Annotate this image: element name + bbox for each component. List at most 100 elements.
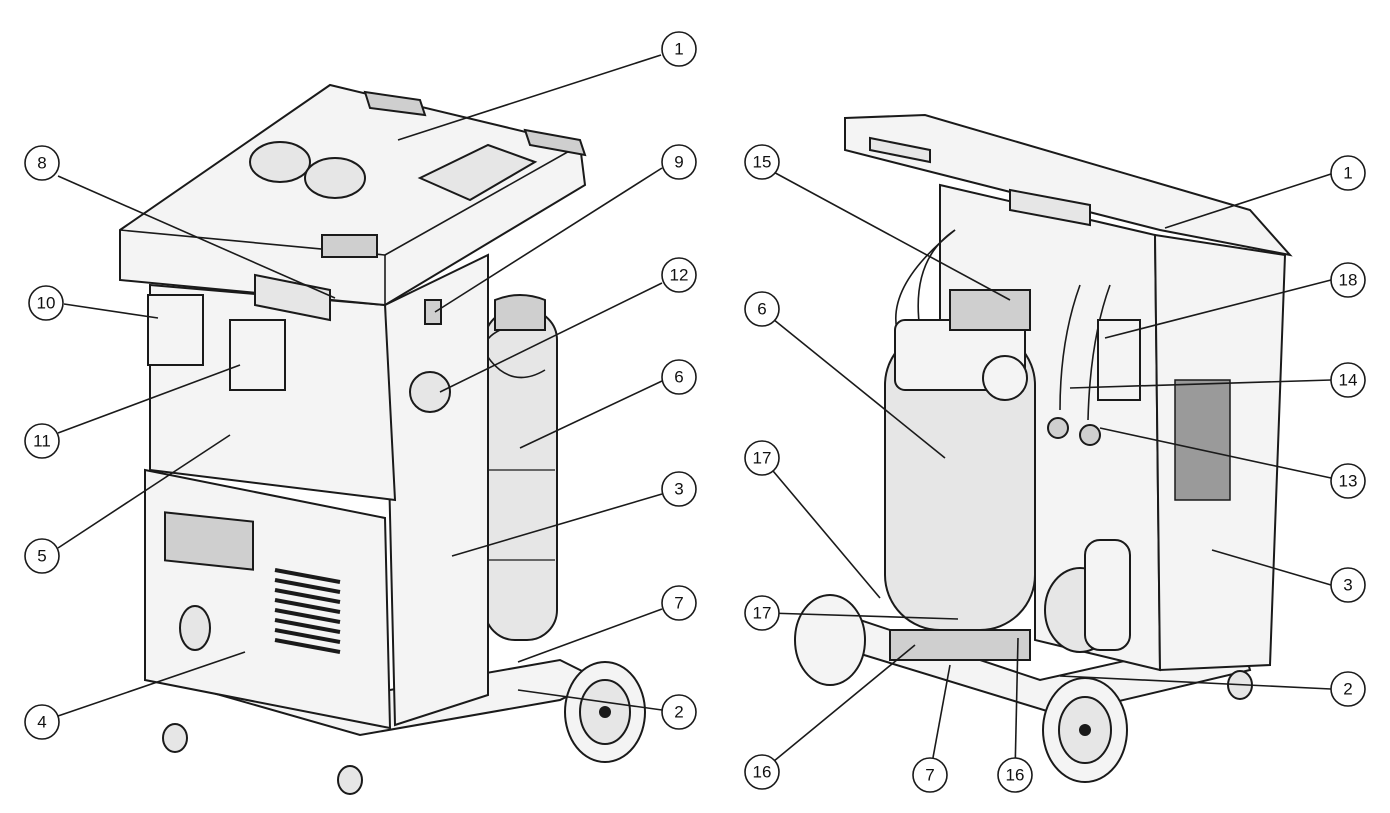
callout-bubble: 9	[661, 144, 697, 180]
callout-bubble: 14	[1330, 362, 1366, 398]
leader-line	[439, 282, 663, 393]
leader-line	[767, 612, 959, 620]
right-lid-handle-2	[869, 136, 931, 164]
left-machine-illustration	[119, 83, 646, 795]
leader-line	[1099, 427, 1332, 479]
callout-label: 18	[1339, 271, 1358, 290]
callout-bubble: 10	[28, 285, 64, 321]
right-coupler-1	[1047, 417, 1069, 439]
right-top-lid	[844, 113, 1293, 257]
leader-line	[519, 380, 663, 449]
left-front-lower-panel	[144, 468, 392, 730]
leader-line	[57, 175, 336, 299]
left-front-port	[179, 605, 211, 651]
callout-bubble: 2	[1330, 671, 1366, 707]
left-top-handle-2	[523, 128, 587, 157]
callout-bubble: 5	[24, 538, 60, 574]
leader-line	[1164, 173, 1332, 229]
leader-line	[767, 464, 881, 599]
leader-line	[1211, 549, 1332, 586]
callout-bubble: 1	[1330, 155, 1366, 191]
callout-bubble: 7	[661, 585, 697, 621]
callout-bubble: 17	[744, 595, 780, 631]
callout-label: 14	[1339, 371, 1358, 390]
left-side-panel	[383, 253, 489, 727]
callout-bubble: 13	[1330, 463, 1366, 499]
leader-line	[767, 644, 916, 767]
callout-bubble: 6	[661, 359, 697, 395]
callout-label: 17	[753, 604, 772, 623]
leader-line	[57, 651, 246, 717]
callout-bubble: 4	[24, 704, 60, 740]
callout-label: 5	[37, 547, 46, 566]
leader-line	[767, 168, 1011, 301]
leader-line	[517, 689, 663, 711]
leader-line	[57, 434, 231, 549]
left-wheels	[162, 661, 646, 795]
leader-line	[57, 364, 241, 434]
callout-label: 16	[1006, 766, 1025, 785]
leader-line	[63, 303, 159, 319]
leader-line	[1104, 279, 1332, 339]
leader-line	[929, 664, 951, 775]
right-ventilation-grille	[1174, 379, 1231, 501]
callout-bubble: 16	[744, 754, 780, 790]
left-top-display	[321, 234, 378, 258]
callout-label: 9	[674, 153, 683, 172]
leader-line	[517, 608, 663, 663]
callout-label: 7	[674, 594, 683, 613]
callout-label: 12	[670, 266, 689, 285]
leader-line	[1014, 637, 1019, 775]
right-vacuum-pump	[1044, 539, 1131, 653]
callout-bubble: 3	[661, 471, 697, 507]
callout-bubbles: 1 8 9 12 10 11 6 3 5 7 2 4 15 1 18 6 14 …	[24, 31, 1366, 793]
callout-bubble: 8	[24, 145, 60, 181]
callout-label: 6	[757, 300, 766, 319]
left-front-label-plate	[164, 511, 254, 571]
left-side-box-11	[229, 319, 286, 391]
leader-line	[434, 167, 663, 313]
callout-bubble: 3	[1330, 567, 1366, 603]
right-cylinder-scale	[889, 629, 1031, 661]
callout-label: 15	[753, 153, 772, 172]
left-control-panel	[417, 143, 538, 202]
callout-bubble: 18	[1330, 262, 1366, 298]
right-lid-handle	[1009, 188, 1091, 227]
callout-bubble: 11	[24, 423, 60, 459]
callout-bubble: 6	[744, 291, 780, 327]
callout-label: 2	[1343, 680, 1352, 699]
callout-bubble: 2	[661, 694, 697, 730]
callout-label: 6	[674, 368, 683, 387]
leader-line	[1069, 379, 1332, 389]
right-wheels	[794, 594, 1253, 783]
callout-label: 2	[674, 703, 683, 722]
callout-label: 4	[37, 713, 46, 732]
callout-bubble: 1	[661, 31, 697, 67]
callout-label: 17	[753, 449, 772, 468]
left-refrigerant-cylinder	[484, 294, 558, 641]
left-gauge-2	[304, 157, 366, 199]
callout-label: 7	[925, 766, 934, 785]
left-side-port	[409, 371, 451, 413]
left-ventilation-grille	[274, 568, 341, 654]
callout-label: 13	[1339, 472, 1358, 491]
callout-bubble: 7	[912, 757, 948, 793]
callout-label: 1	[1343, 164, 1352, 183]
callout-label: 1	[674, 40, 683, 59]
right-coupler-2	[1079, 424, 1101, 446]
leader-lines	[57, 54, 1332, 775]
leader-line	[451, 493, 663, 557]
leader-line	[1059, 675, 1332, 690]
leader-line	[767, 314, 946, 459]
callout-label: 10	[37, 294, 56, 313]
callout-bubble: 12	[661, 257, 697, 293]
callout-bubble: 16	[997, 757, 1033, 793]
left-side-box-10	[147, 294, 204, 366]
left-gauge-1	[249, 141, 311, 183]
callout-label: 8	[37, 154, 46, 173]
left-side-switch	[424, 299, 442, 325]
left-top-handle-1	[363, 90, 427, 117]
callout-bubble: 17	[744, 440, 780, 476]
right-bracket-18	[1097, 319, 1141, 401]
